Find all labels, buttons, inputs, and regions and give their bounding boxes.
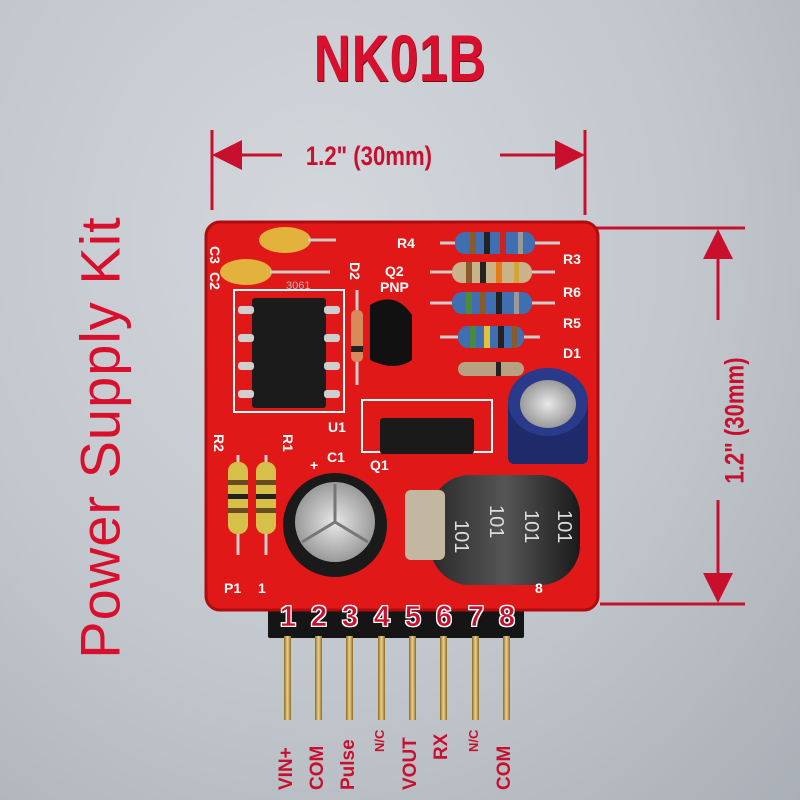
- resistors-r3-r6: [430, 232, 560, 376]
- pin-number-5: 5: [404, 601, 422, 634]
- regulator-q1: [361, 399, 493, 454]
- pin-number-1: 1: [279, 601, 297, 634]
- pin-label-4: N/C: [372, 729, 387, 752]
- silk-p1: P1: [224, 580, 241, 596]
- pin-label-5: VOUT: [400, 737, 421, 790]
- silk-one: 1: [258, 580, 266, 596]
- silk-r3: R3: [563, 251, 581, 267]
- silk-d1: D1: [563, 345, 581, 361]
- pin-label-6: RX: [431, 733, 452, 760]
- silk-q1: Q1: [370, 457, 389, 473]
- silk-pnp: PNP: [380, 279, 409, 295]
- ic-u1: [233, 289, 345, 413]
- width-label: 1.2" (30mm): [305, 141, 433, 171]
- silk-d2: D2: [347, 262, 363, 280]
- silk-c1: C1: [327, 449, 345, 465]
- silk-c3: C3: [207, 246, 223, 264]
- pin-number-4: 4: [373, 601, 391, 634]
- transistor-q2: [370, 299, 412, 366]
- pin-label-8: COM: [494, 745, 515, 790]
- pin-label-2: COM: [307, 745, 328, 790]
- capacitor-c1: [283, 473, 387, 577]
- capacitor-c3-c2: [220, 227, 336, 285]
- svg-text:101: 101: [520, 510, 542, 543]
- silk-r4: R4: [397, 235, 415, 251]
- silk-q2: Q2: [385, 263, 404, 279]
- silk-u1: U1: [328, 419, 346, 435]
- pin-label-1: VIN+: [276, 747, 297, 790]
- pin-number-2: 2: [310, 601, 328, 634]
- silk-c2: C2: [207, 272, 223, 290]
- silk-eight: 8: [535, 580, 543, 596]
- pin-label-7: N/C: [466, 729, 481, 752]
- silk-r5: R5: [563, 315, 581, 331]
- silk-r6: R6: [563, 284, 581, 300]
- svg-text:101: 101: [450, 520, 472, 553]
- pin-label-3: Pulse: [338, 739, 359, 790]
- pin-number-8: 8: [498, 601, 516, 634]
- height-dimension: [595, 226, 745, 606]
- capacitor-blue: [508, 368, 588, 464]
- inductor: 101 101 101 101: [405, 475, 580, 585]
- width-dimension: [210, 130, 587, 215]
- silkscreen-labels: C3 C2 R4 R3 R6 R5 D1 D2 Q2 PNP U1 Q1 R1 …: [207, 235, 581, 596]
- height-label: 1.2" (30mm): [719, 357, 750, 484]
- silk-r1: R1: [280, 434, 296, 452]
- pin-number-7: 7: [467, 601, 485, 634]
- svg-text:101: 101: [485, 505, 507, 538]
- resistors-r1-r2: [228, 455, 276, 555]
- product-title: NK01B: [313, 21, 487, 95]
- ic-marking: 3061: [286, 280, 310, 292]
- svg-text:101: 101: [553, 510, 575, 543]
- diode-d2: [351, 290, 363, 385]
- silk-r2: R2: [211, 434, 227, 452]
- pin-number-6: 6: [435, 601, 453, 634]
- silk-plus: +: [310, 457, 318, 473]
- pin-number-3: 3: [341, 601, 359, 634]
